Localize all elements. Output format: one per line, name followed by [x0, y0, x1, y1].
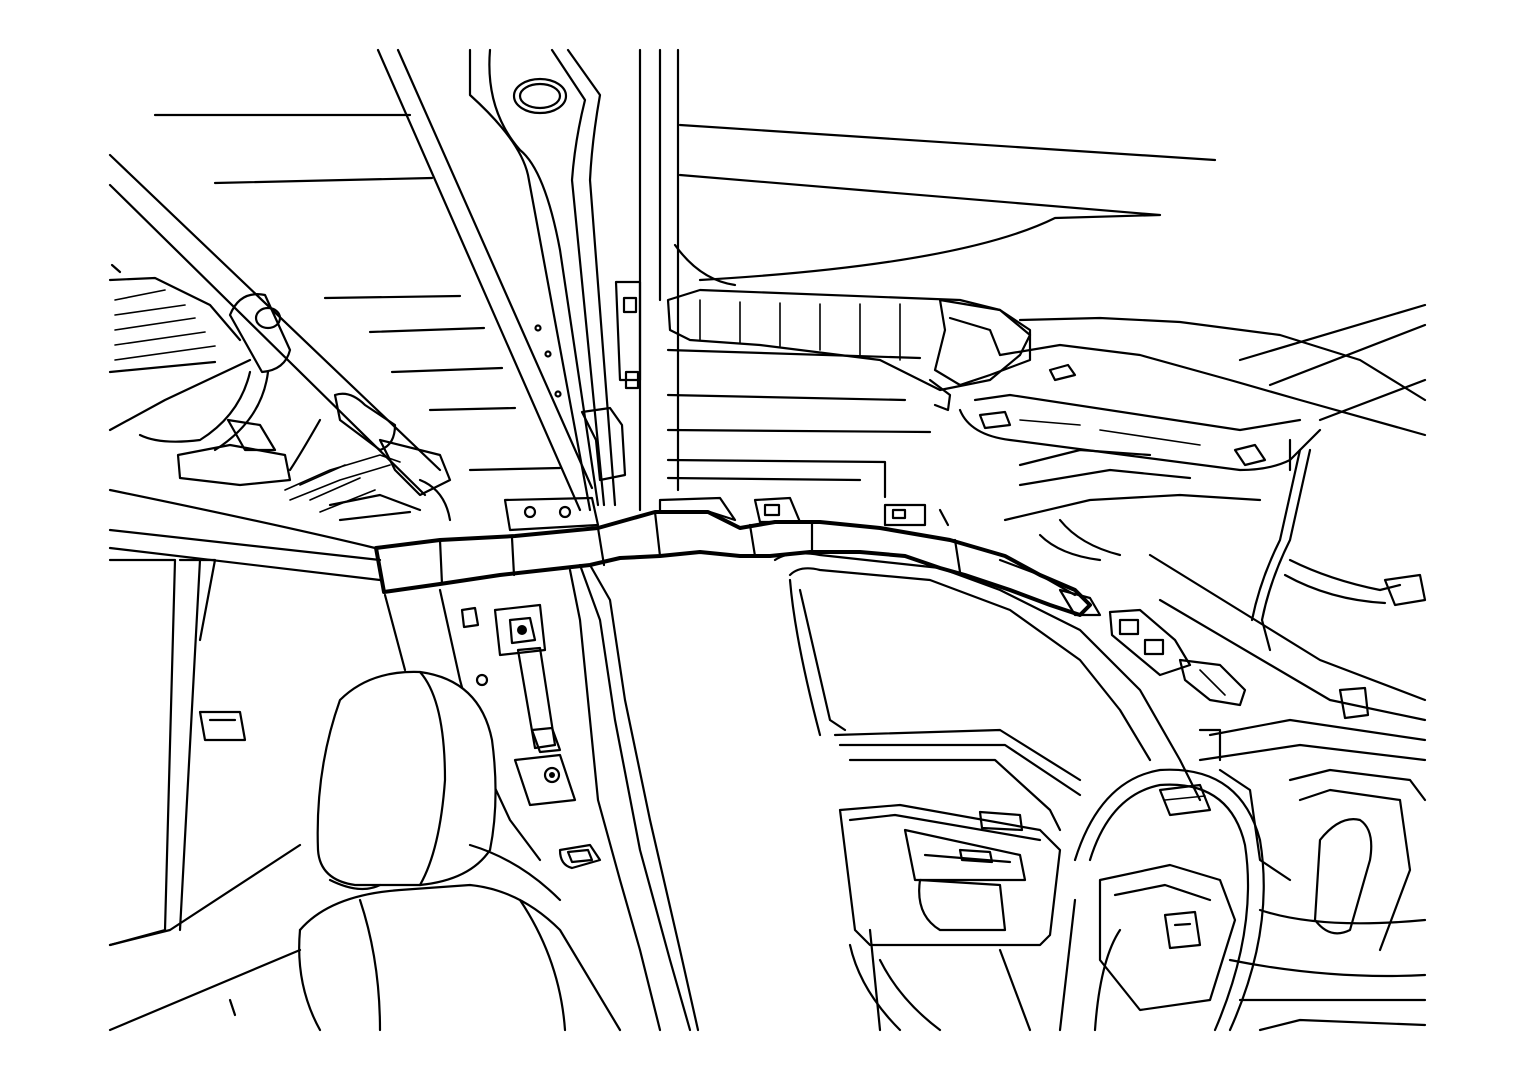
headrest: [316, 670, 497, 887]
curtain-airbag-module: [374, 510, 1092, 617]
dashboard: [1158, 718, 1427, 1032]
front-header-console: [666, 288, 1427, 472]
rear-hanger-bracket: [138, 293, 397, 487]
roof-headliner: [153, 113, 1217, 499]
front-seat: [298, 670, 622, 1032]
front-pillar-connectors: [998, 558, 1247, 707]
b-pillar-roof-bow: [376, 48, 680, 512]
rear-left-roof-rail: [108, 153, 442, 582]
right-harness-connector: [1250, 448, 1427, 720]
b-pillar-trim: [383, 563, 700, 1032]
steering-wheel: [1058, 768, 1265, 1032]
airbag-mounting-tabs: [503, 496, 950, 532]
a-pillar-windshield: [1003, 303, 1427, 722]
front-door: [773, 552, 1202, 1032]
rear-door-panel: [108, 558, 302, 1032]
left-roof-wiring: [284, 438, 452, 522]
